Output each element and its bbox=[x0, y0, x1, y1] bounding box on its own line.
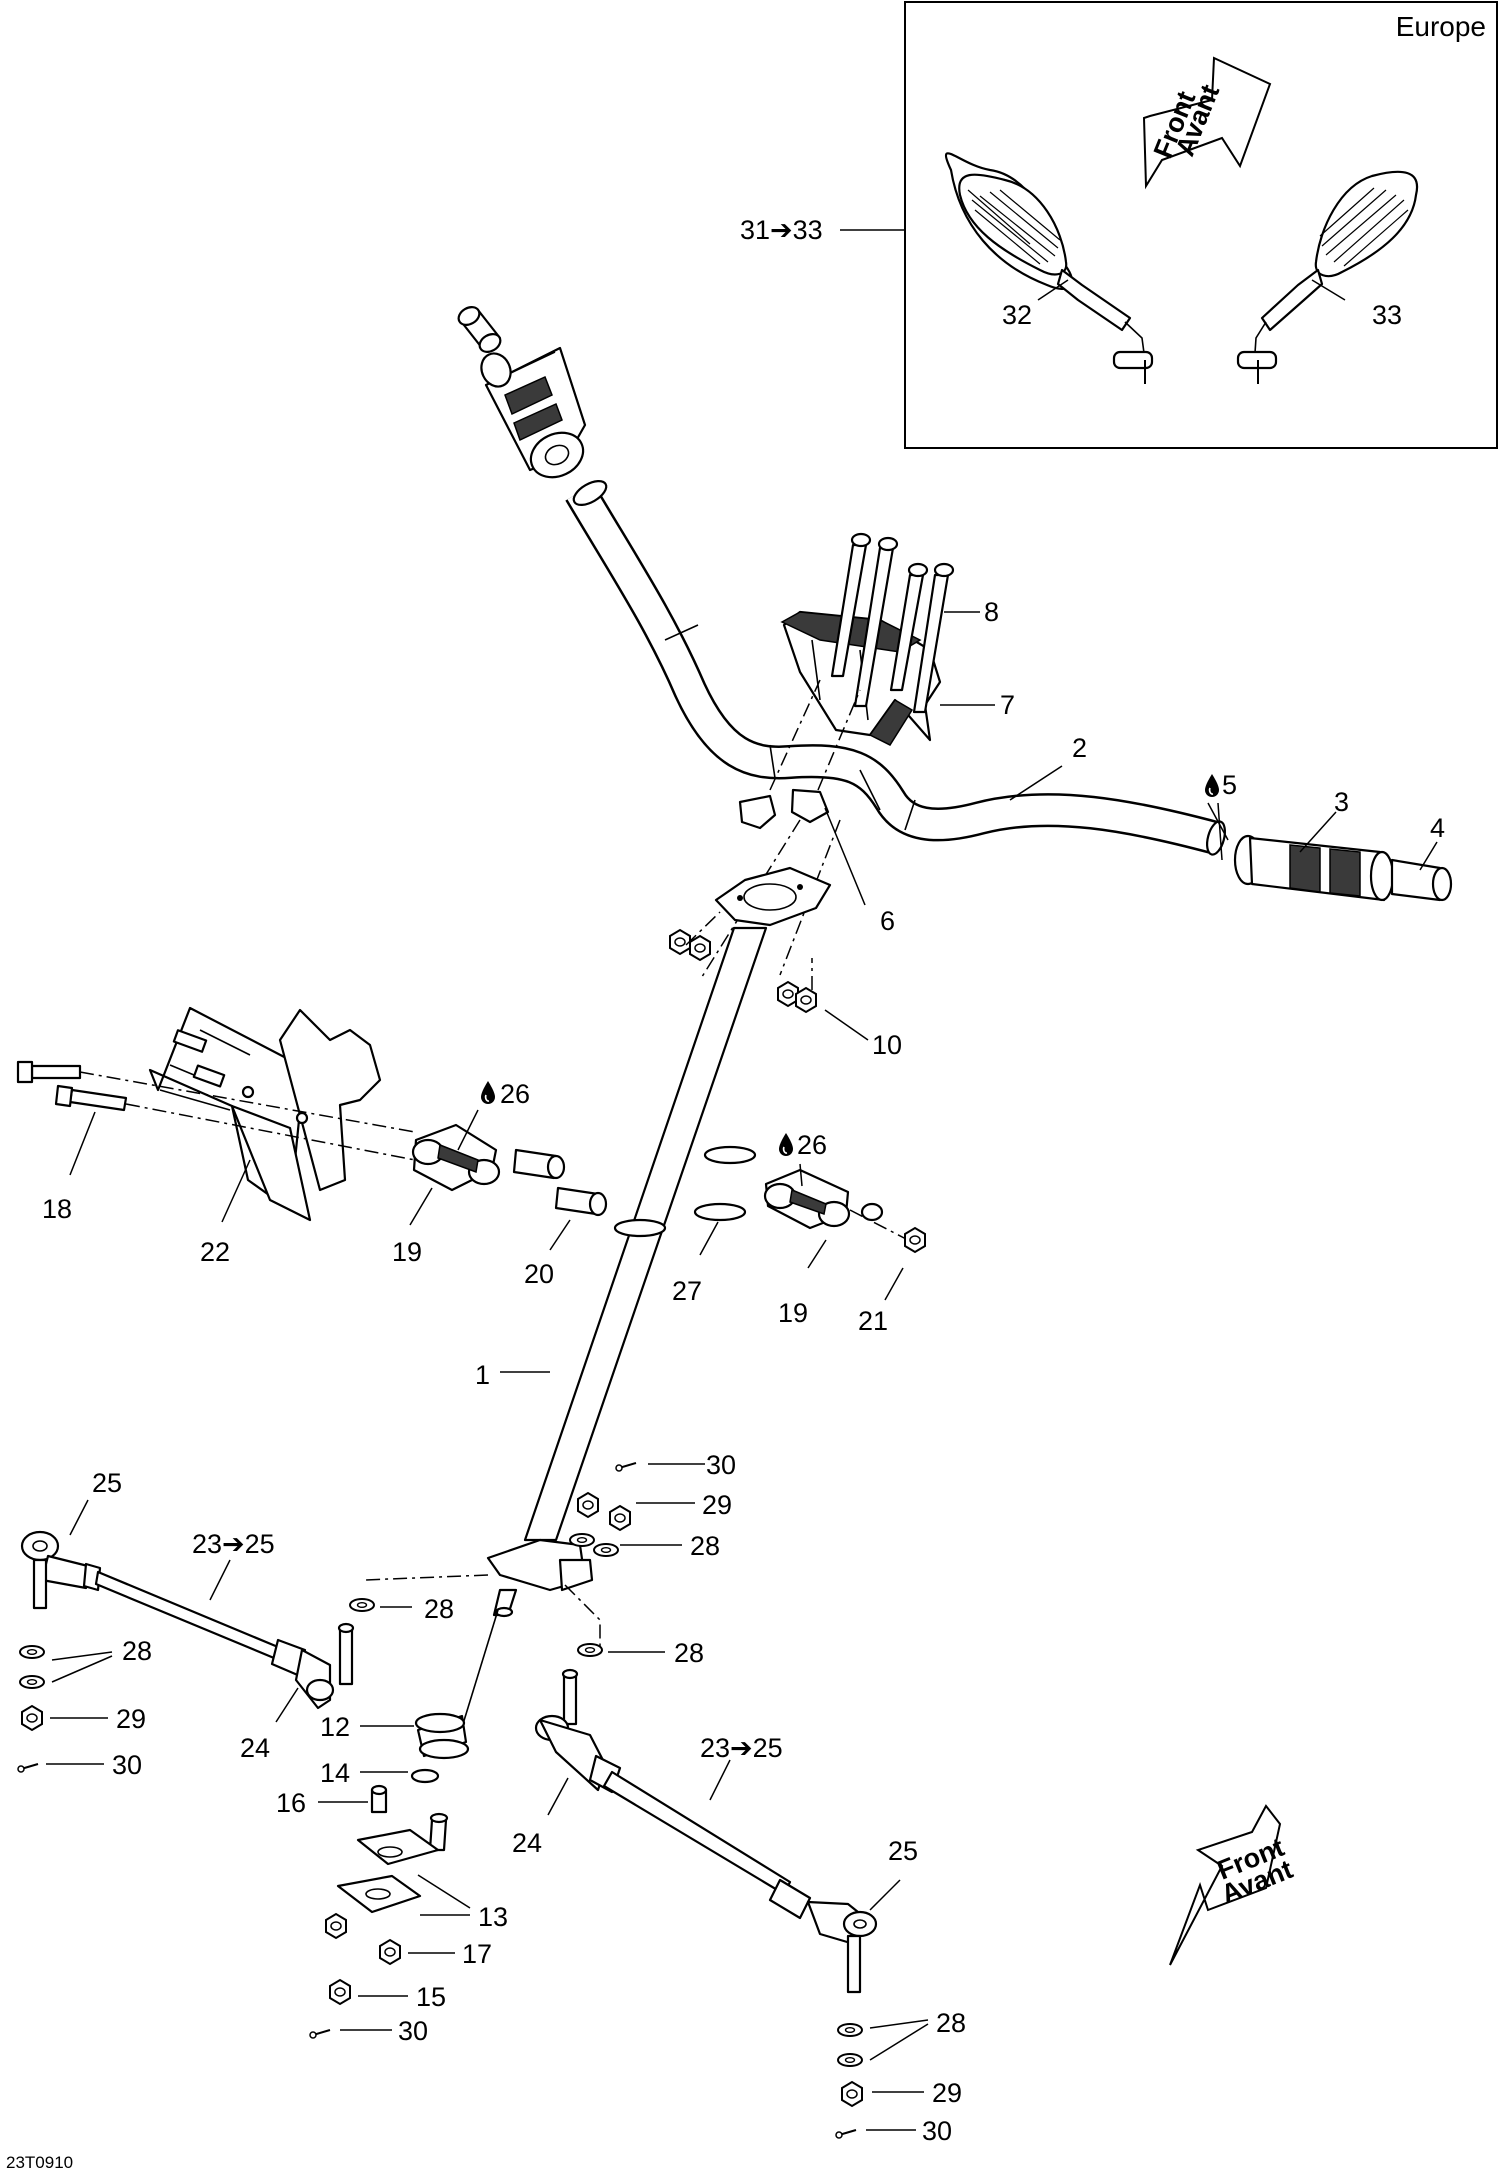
callout-19a: 19 bbox=[392, 1237, 422, 1267]
column-bracket bbox=[148, 1006, 382, 1222]
callout-5: 5 bbox=[1222, 770, 1237, 800]
mirror-right bbox=[1236, 170, 1419, 384]
callout-29c: 29 bbox=[932, 2078, 962, 2108]
callout-7: 7 bbox=[1000, 690, 1015, 720]
callout-14: 14 bbox=[320, 1758, 350, 1788]
callout-26a: 26 bbox=[500, 1079, 530, 1109]
callout-22: 22 bbox=[200, 1237, 230, 1267]
callout-26b: 26 bbox=[797, 1130, 827, 1160]
callout-17: 17 bbox=[462, 1939, 492, 1969]
tie-rod-right bbox=[534, 1668, 878, 1994]
callout-30d: 30 bbox=[922, 2116, 952, 2146]
callout-28a: 28 bbox=[690, 1531, 720, 1561]
callout-28d: 28 bbox=[122, 1636, 152, 1666]
callout-20: 20 bbox=[524, 1259, 554, 1289]
right-grip bbox=[1233, 834, 1395, 902]
callout-25b: 25 bbox=[888, 1836, 918, 1866]
europe-mirror-inset: Europe Front Avant 31➔33 32 bbox=[740, 1, 1498, 449]
handlebar bbox=[565, 479, 1226, 856]
callout-32: 32 bbox=[1002, 300, 1032, 330]
nut-21 bbox=[904, 1227, 926, 1253]
callout-8: 8 bbox=[984, 597, 999, 627]
grease-icon-26b bbox=[778, 1132, 794, 1157]
washer-28b bbox=[349, 1598, 375, 1612]
callout-30c: 30 bbox=[398, 2016, 428, 2046]
steering-column bbox=[454, 926, 768, 1751]
bearing-stack bbox=[336, 1712, 470, 1914]
callout-25a: 25 bbox=[92, 1468, 122, 1498]
callout-29a: 29 bbox=[702, 1490, 732, 1520]
callout-31-33: 31➔33 bbox=[740, 215, 823, 245]
washer-part bbox=[860, 1202, 884, 1222]
callout-28e: 28 bbox=[936, 2008, 966, 2038]
region-label: Europe bbox=[1396, 11, 1486, 42]
left-rod-hardware bbox=[17, 1645, 45, 1773]
spacers bbox=[512, 1148, 608, 1217]
mirror-left bbox=[945, 152, 1154, 384]
column-rings bbox=[613, 1145, 757, 1238]
callout-27: 27 bbox=[672, 1276, 702, 1306]
arm-hardware bbox=[569, 1462, 637, 1557]
tie-rod-left bbox=[20, 1530, 355, 1710]
callout-21: 21 bbox=[858, 1306, 888, 1336]
right-rod-hardware bbox=[835, 2023, 863, 2139]
callout-30b: 30 bbox=[112, 1750, 142, 1780]
left-end-cap bbox=[457, 306, 502, 353]
figure-code: 23T0910 bbox=[6, 2153, 73, 2172]
callout-10: 10 bbox=[872, 1030, 902, 1060]
callout-12: 12 bbox=[320, 1712, 350, 1742]
callout-28b: 28 bbox=[424, 1594, 454, 1624]
callout-4: 4 bbox=[1430, 813, 1445, 843]
callout-19b: 19 bbox=[778, 1298, 808, 1328]
callout-29b: 29 bbox=[116, 1704, 146, 1734]
callout-1: 1 bbox=[475, 1360, 490, 1390]
callout-15: 15 bbox=[416, 1982, 446, 2012]
callout-33: 33 bbox=[1372, 300, 1402, 330]
callout-28c: 28 bbox=[674, 1638, 704, 1668]
callout-3: 3 bbox=[1334, 787, 1349, 817]
washer-28c bbox=[577, 1643, 603, 1657]
bracket-bolts bbox=[16, 1060, 128, 1112]
callout-16: 16 bbox=[276, 1788, 306, 1818]
right-end-cap bbox=[1390, 858, 1453, 902]
grease-icon-5 bbox=[1204, 773, 1220, 798]
callout-24a: 24 bbox=[240, 1733, 270, 1763]
callout-24b: 24 bbox=[512, 1828, 542, 1858]
callout-18: 18 bbox=[42, 1194, 72, 1224]
support-block-right bbox=[763, 1168, 851, 1230]
callout-2: 2 bbox=[1072, 733, 1087, 763]
callout-6: 6 bbox=[880, 906, 895, 936]
bearing-nuts bbox=[309, 1913, 401, 2039]
callout-23-25b: 23➔25 bbox=[700, 1733, 783, 1763]
front-arrow-bottom-icon: Front Avant bbox=[1169, 1804, 1297, 1966]
lower-clamps bbox=[714, 788, 832, 927]
clamp-bolts bbox=[830, 532, 955, 714]
callout-13: 13 bbox=[478, 1902, 508, 1932]
support-block-left bbox=[411, 1123, 501, 1192]
callout-23-25a: 23➔25 bbox=[192, 1529, 275, 1559]
grease-icon-26a bbox=[480, 1080, 496, 1105]
callout-30a: 30 bbox=[706, 1450, 736, 1480]
left-grip bbox=[480, 346, 587, 479]
